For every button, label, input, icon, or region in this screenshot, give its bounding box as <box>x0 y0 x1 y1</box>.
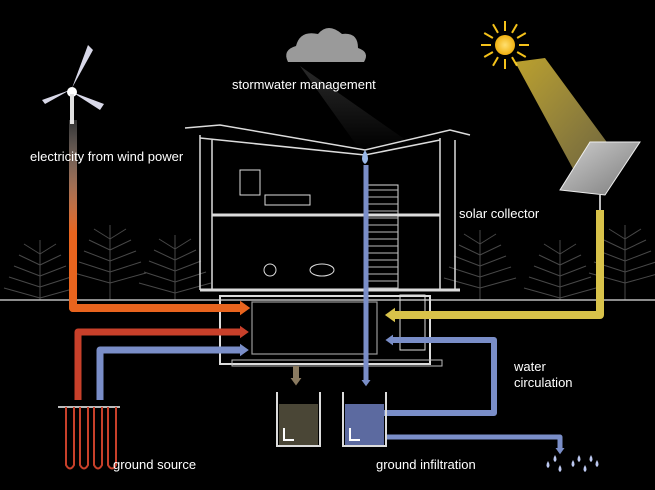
house-structure <box>184 124 471 367</box>
flow-arrow-icon <box>240 325 249 339</box>
wind-turbine-icon <box>42 45 104 124</box>
label-water-circulation: water circulation <box>514 359 573 390</box>
flow-line <box>74 328 240 400</box>
flow-arrow-icon <box>361 380 371 387</box>
solar-panel-icon <box>559 141 641 210</box>
energy-flows <box>69 120 604 455</box>
flow-arrow-icon <box>385 334 393 346</box>
flow-arrow-icon <box>240 300 251 316</box>
sun-icon <box>481 21 529 69</box>
tank-right-icon <box>342 392 387 447</box>
label-stormwater-management: stormwater management <box>232 77 376 92</box>
tank-left-icon <box>276 392 321 447</box>
forest-silhouette <box>3 225 655 300</box>
label-ground-infiltration: ground infiltration <box>376 457 476 472</box>
flow-arrow-icon <box>384 307 395 323</box>
flow-line <box>395 210 604 319</box>
infiltration-droplets-icon <box>546 455 599 472</box>
stair-treads <box>368 189 398 289</box>
water-tanks <box>276 392 387 447</box>
label-solar-collector: solar collector <box>459 206 540 221</box>
flow-arrow-icon <box>290 378 302 386</box>
ground-source-probes <box>58 406 120 470</box>
flow-arrow-icon <box>240 343 249 357</box>
flow-line <box>69 290 240 312</box>
label-ground-source: ground source <box>113 457 197 472</box>
flow-line <box>96 346 240 400</box>
flow-line <box>384 337 497 416</box>
cloud-icon <box>286 28 420 150</box>
water-drop-icon <box>362 150 368 164</box>
label-electricity-from-wind-power: electricity from wind power <box>30 149 184 164</box>
flow-arrow-icon <box>555 448 565 455</box>
flow-line <box>386 434 563 448</box>
